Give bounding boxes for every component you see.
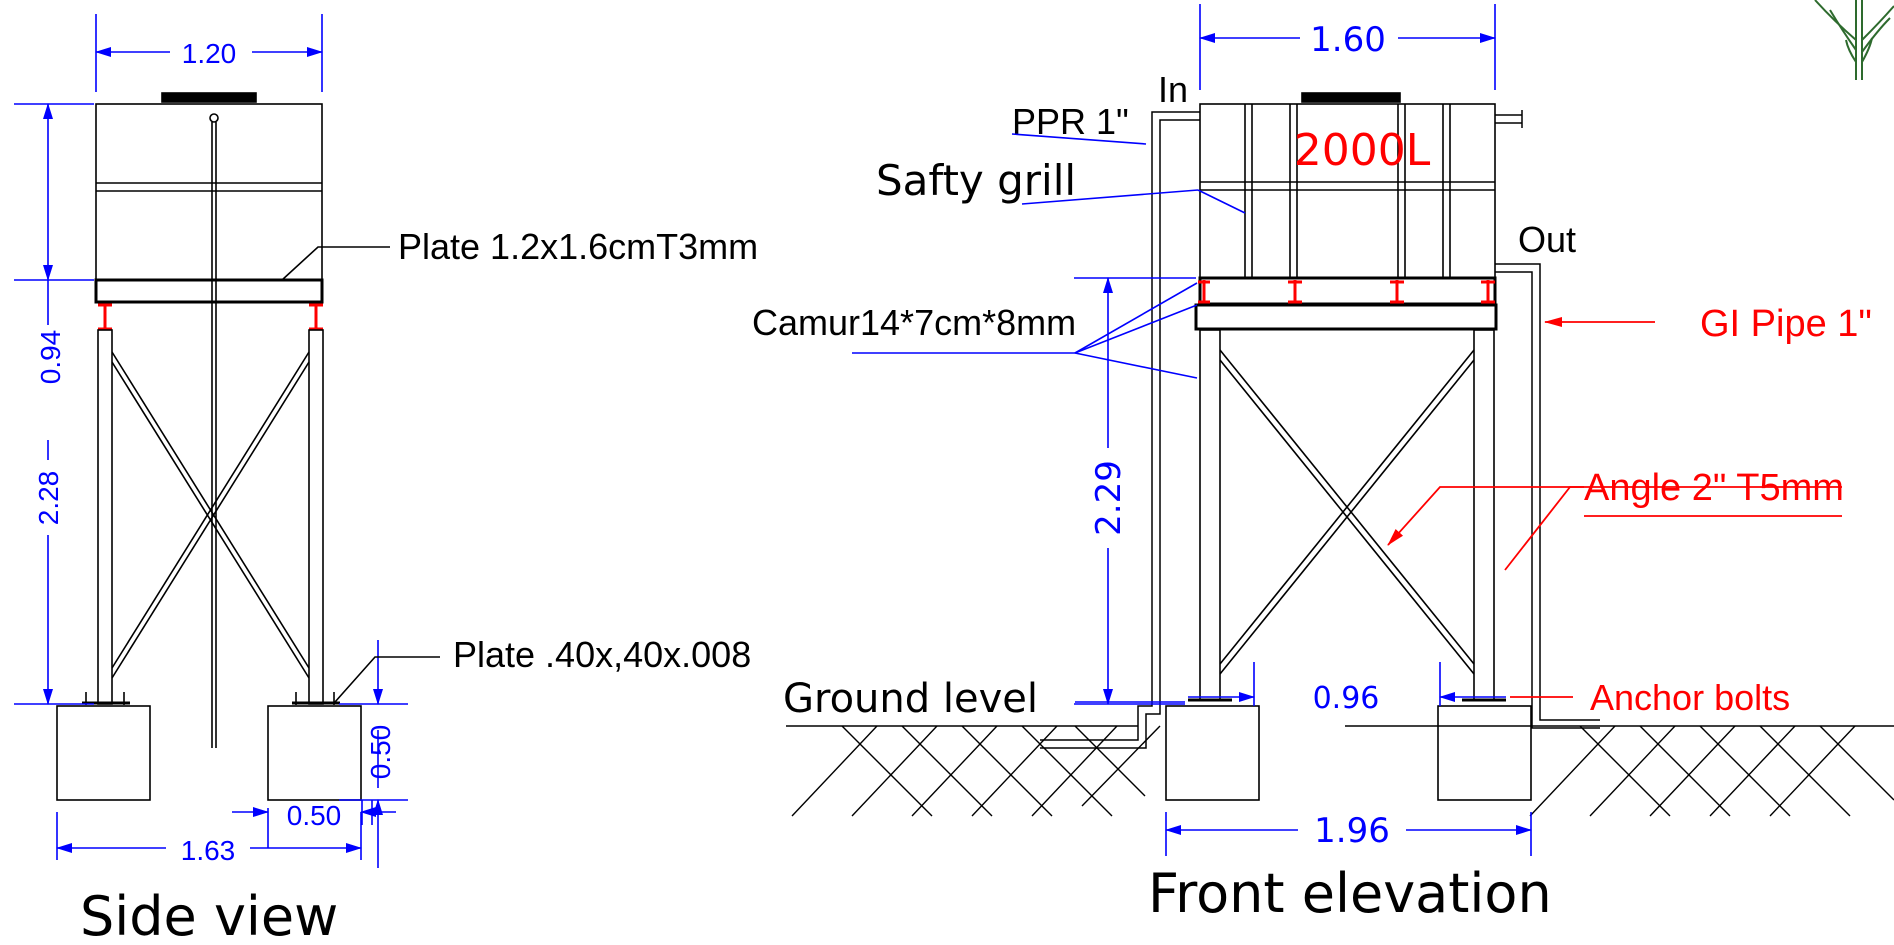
ppr-leader (1011, 133, 1147, 145)
front-legs (1199, 329, 1495, 701)
front-dim-leg-spacing: 0.96 (1313, 681, 1380, 716)
side-dim-leg-height: 2.28 (33, 471, 64, 526)
tank-capacity: 2000L (1294, 125, 1431, 176)
side-dim-footing-width: 0.50 (287, 800, 342, 831)
label-in: In (1158, 69, 1188, 110)
ground-hatch (791, 725, 1894, 817)
side-legs (97, 329, 324, 705)
front-dim-top-width: 1.60 (1310, 20, 1386, 60)
side-base-plates (82, 692, 340, 705)
label-out: Out (1518, 219, 1576, 260)
side-view: 1.20 0.94 2.28 0.50 0.50 1.63 Plate 1.2x… (14, 14, 758, 945)
side-label-top-plate: Plate 1.2x1.6cmT3mm (398, 226, 758, 267)
front-dimension-lines (1074, 4, 1532, 856)
front-dim-base-width: 1.96 (1314, 811, 1390, 851)
side-footings (56, 705, 362, 801)
side-dim-footing-height: 0.50 (365, 725, 396, 780)
label-ground: Ground level (783, 676, 1038, 722)
side-channel-supports (98, 303, 323, 331)
front-lower-plate (1194, 303, 1498, 331)
label-angle: Angle 2" T5mm (1584, 467, 1844, 509)
side-dim-tank-to-plate: 0.94 (35, 330, 66, 385)
overflow-stub (1495, 110, 1523, 128)
inlet-pipe (1040, 111, 1200, 749)
label-channel: Camur14*7cm*8mm (752, 302, 1076, 343)
label-anchor: Anchor bolts (1590, 677, 1790, 718)
safety-grill-leaders (1021, 189, 1246, 214)
label-gi-pipe: GI Pipe 1" (1700, 303, 1872, 345)
plant-icon (1814, 0, 1894, 80)
front-top-plate (1198, 276, 1497, 306)
side-top-plate (94, 278, 324, 304)
channel-leaders (852, 282, 1198, 379)
front-elevation-title: Front elevation (1148, 862, 1552, 925)
side-dimension-lines (14, 14, 408, 868)
side-leaders (281, 246, 440, 703)
front-channel-supports (1198, 280, 1495, 304)
side-label-base-plate: Plate .40x,40x.008 (453, 634, 751, 675)
label-safety-grill: Safty grill (876, 156, 1076, 205)
front-tank (1199, 92, 1496, 279)
side-dim-base-width: 1.63 (181, 835, 236, 866)
front-elevation: 2000L (752, 4, 1894, 925)
gi-outlet-pipe (1495, 263, 1600, 729)
side-dim-top-width: 1.20 (182, 38, 237, 69)
front-footings (1165, 705, 1532, 801)
red-callout-leaders (1387, 317, 1842, 698)
front-dim-leg-height: 2.29 (1089, 460, 1129, 536)
side-view-title: Side view (80, 885, 338, 945)
